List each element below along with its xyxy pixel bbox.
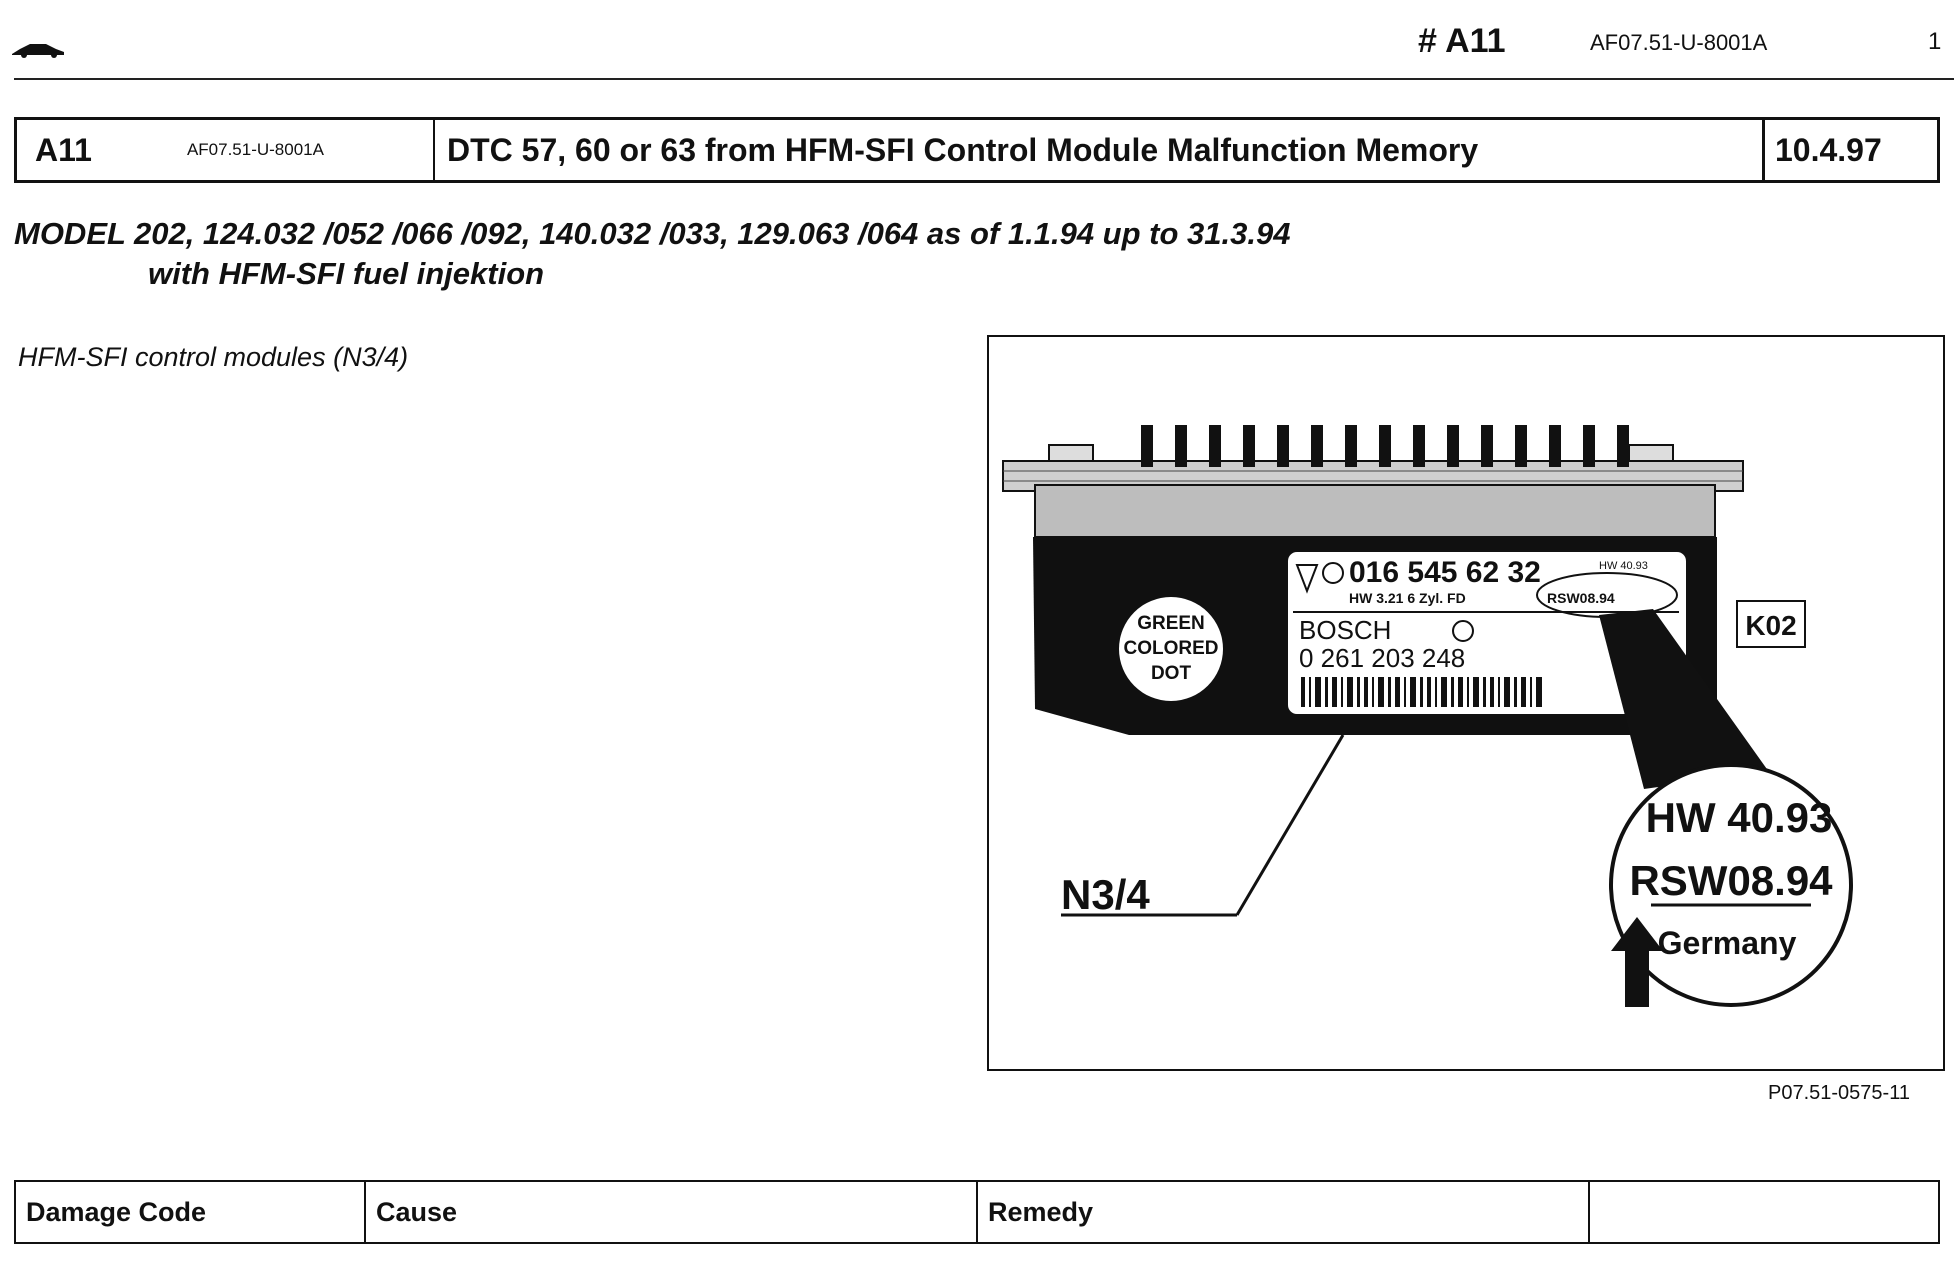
star-logo-icon (1322, 562, 1344, 584)
car-icon (10, 40, 66, 63)
dot-label-line2: COLORED (1124, 638, 1219, 659)
document-title: DTC 57, 60 or 63 from HFM-SFI Control Mo… (447, 131, 1479, 168)
header-document-ref: # A11 (1418, 22, 1506, 60)
rsw-small: RSW08.94 (1547, 590, 1615, 606)
bosch-logo-icon (1452, 620, 1474, 642)
bosch-brand: BOSCH (1299, 615, 1391, 645)
page-number: 1 (1928, 28, 1942, 55)
cause-header: Cause (366, 1182, 978, 1242)
dot-label-line3: DOT (1151, 663, 1192, 684)
arrow-up-icon (1611, 917, 1663, 1007)
section-label: HFM-SFI control modules (N3/4) (18, 342, 409, 372)
figure-reference: P07.51-0575-11 (1768, 1082, 1910, 1104)
k02-label: K02 (1745, 610, 1796, 641)
zoom-country: Germany (1658, 925, 1797, 961)
damage-code-header: Damage Code (16, 1182, 366, 1242)
title-table: A11 AF07.51-U-8001A DTC 57, 60 or 63 fro… (14, 117, 1940, 183)
zoom-rsw: RSW08.94 (1629, 857, 1833, 904)
title-code: AF07.51-U-8001A (186, 140, 324, 159)
remedy-header: Remedy (978, 1182, 1590, 1242)
title-text-cell: DTC 57, 60 or 63 from HFM-SFI Control Mo… (435, 120, 1765, 180)
n34-label: N3/4 (1061, 871, 1150, 918)
part-number: 016 545 62 32 (1349, 556, 1541, 589)
title-ref: A11 (35, 131, 92, 168)
hw-small: HW 3.21 6 Zyl. FD (1349, 590, 1466, 606)
dot-label-line1: GREEN (1137, 613, 1205, 634)
control-module-figure: GREEN COLORED DOT 016 545 62 32 HW 40.93… (987, 335, 1945, 1071)
header-document-code: AF07.51-U-8001A (1590, 30, 1768, 55)
document-date: 10.4.97 (1775, 131, 1882, 168)
bosch-part-number: 0 261 203 248 (1299, 643, 1465, 673)
model-fuel-injection: with HFM-SFI fuel injektion (148, 256, 545, 291)
triangle-icon (1295, 564, 1319, 594)
model-applicability: MODEL 202, 124.032 /052 /066 /092, 140.0… (14, 216, 1291, 251)
zoom-hw: HW 40.93 (1646, 794, 1833, 841)
hw-mini: HW 40.93 (1599, 560, 1648, 572)
blank-header (1590, 1182, 1938, 1242)
damage-table: Damage Code Cause Remedy (14, 1180, 1940, 1244)
title-date-cell: 10.4.97 (1765, 120, 1937, 180)
title-ref-cell: A11 AF07.51-U-8001A (17, 120, 435, 180)
header-divider (14, 78, 1954, 80)
